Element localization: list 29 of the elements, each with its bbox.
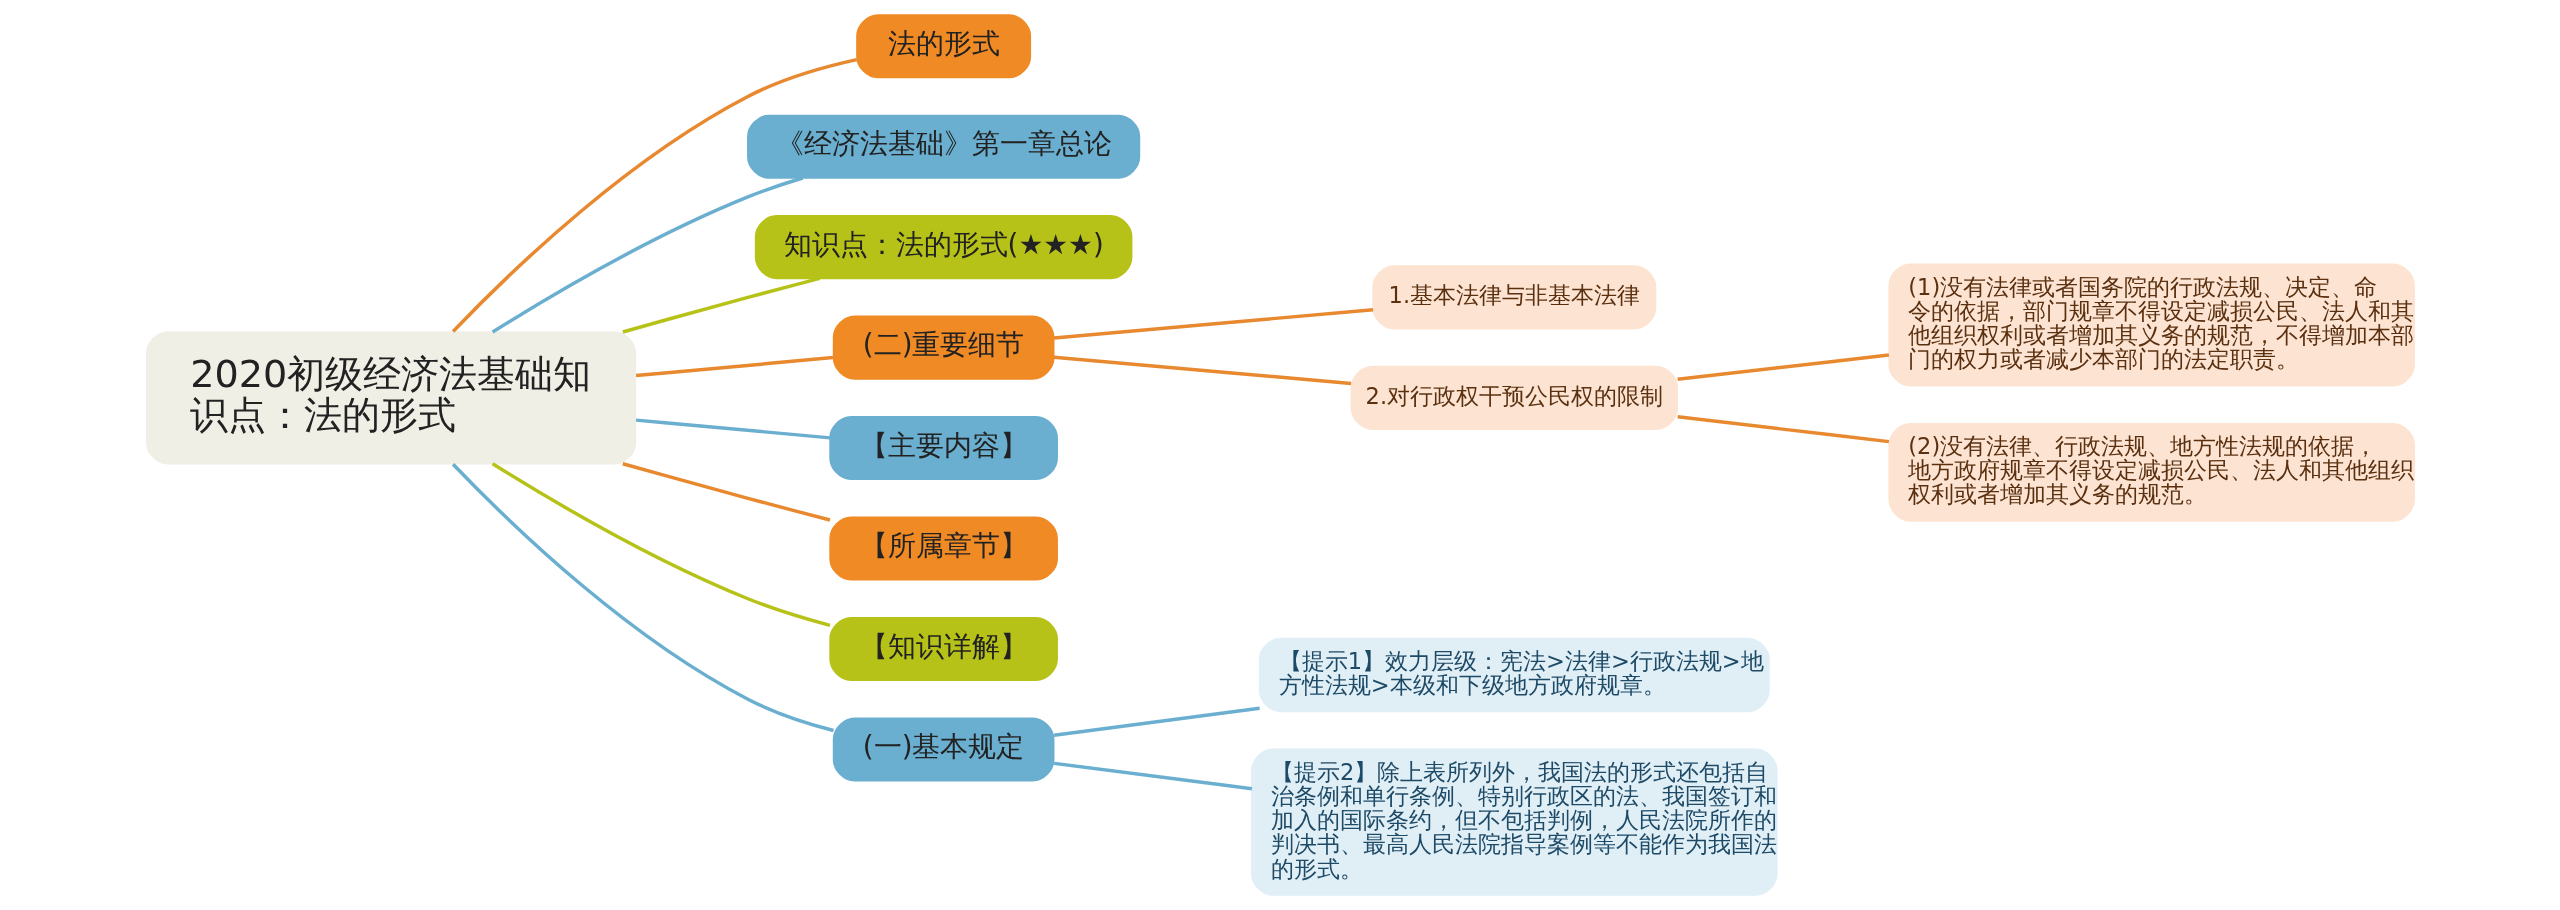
connector <box>451 463 834 733</box>
node-box: 【主要内容】 <box>828 416 1058 481</box>
node-box: (1)没有法律或者国务院的行政法规、决定、命令的依据，部门规章不得设定减损公民、法人和其他组织权利或者增加其义务的规范，不得增加本部门的权力或者减少本部门的法定职责。 <box>1887 263 2415 387</box>
connector <box>1676 415 1889 444</box>
node-box: (二)重要细节 <box>832 315 1054 380</box>
connector <box>1053 308 1373 340</box>
connector <box>451 57 857 333</box>
node-box: 2020初级经济法基础知识点：法的形式 <box>145 331 636 465</box>
node-box: 【提示2】除上表所列外，我国法的形式还包括自治条例和单行条例、特别行政区的法、我国签订和加入的国际条约，但不包括判例，人民法院所作的判决书、最高人民法院指导案例等不能作为我国法的形式。 <box>1250 748 1778 896</box>
node-box: 【知识详解】 <box>828 616 1058 682</box>
connector <box>1053 761 1252 791</box>
node-box: (2)没有法律、行政法规、地方性法规的依据，地方政府规章不得设定减损公民、法人和其他组织权利或者增加其义务的规范。 <box>1887 422 2415 522</box>
node-box: 法的形式 <box>855 14 1031 79</box>
node-box: 《经济法基础》第一章总论 <box>746 114 1140 179</box>
node-box: 【所属章节】 <box>828 516 1058 581</box>
node-box: (一)基本规定 <box>832 717 1054 782</box>
connector <box>621 276 820 334</box>
node-box: 2.对行政权干预公民权的限制 <box>1350 365 1678 430</box>
connector <box>1053 355 1351 386</box>
connector <box>491 462 830 627</box>
connector <box>635 418 830 440</box>
connector <box>491 176 803 334</box>
connector <box>635 355 833 378</box>
connector <box>621 462 830 522</box>
node-box: 知识点：法的形式(★★★) <box>754 215 1132 280</box>
connector <box>1676 353 1889 381</box>
node-box: 1.基本法律与非基本法律 <box>1371 265 1656 330</box>
connector <box>1053 706 1260 737</box>
node-box: 【提示1】效力层级：宪法>法律>行政法规>地方性法规>本级和下级地方政府规章。 <box>1258 637 1770 713</box>
